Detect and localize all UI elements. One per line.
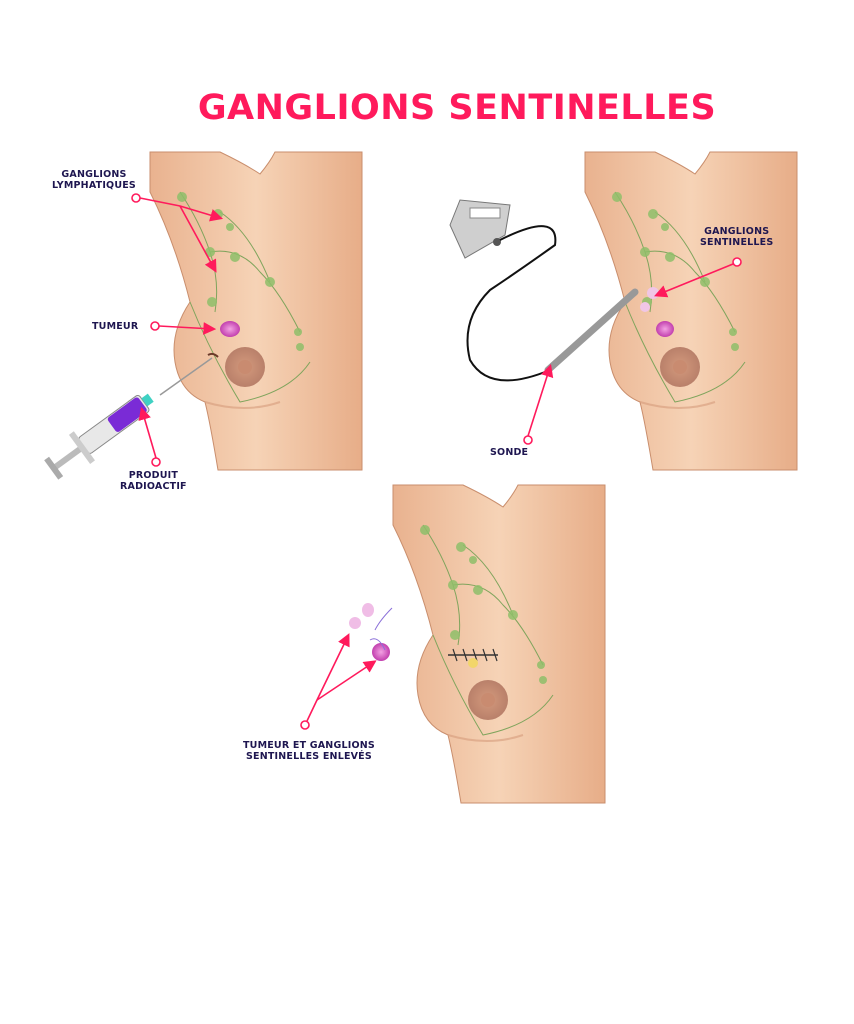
label-line: LYMPHATIQUES (52, 180, 136, 191)
torso-injection (149, 151, 363, 471)
label-sentinel-nodes: GANGLIONS SENTINELLES (700, 226, 773, 248)
removed-tissue-icon (349, 603, 393, 661)
label-tumor: TUMEUR (92, 321, 139, 332)
label-probe: SONDE (490, 447, 529, 458)
syringe-icon (44, 357, 213, 480)
page-title: GANGLIONS SENTINELLES (197, 88, 717, 128)
label-line: PRODUIT (128, 470, 179, 481)
probe-device-icon (449, 199, 639, 382)
label-line: GANGLIONS (61, 169, 127, 180)
label-line: RADIOACTIF (120, 481, 187, 492)
label-lymph-nodes: GANGLIONS LYMPHATIQUES (52, 169, 136, 191)
label-radioactive-product: PRODUIT RADIOACTIF (120, 470, 187, 492)
label-line: TUMEUR ET GANGLIONS (243, 740, 375, 751)
label-line: SENTINELLES (700, 237, 774, 248)
label-line: SENTINELLES ENLEVÉS (245, 751, 372, 762)
label-removed: TUMEUR ET GANGLIONS SENTINELLES ENLEVÉS (243, 740, 375, 762)
callouts (131, 193, 742, 730)
label-line: GANGLIONS (704, 226, 770, 237)
tumor-icon (220, 321, 240, 337)
torso-removed (392, 484, 606, 804)
